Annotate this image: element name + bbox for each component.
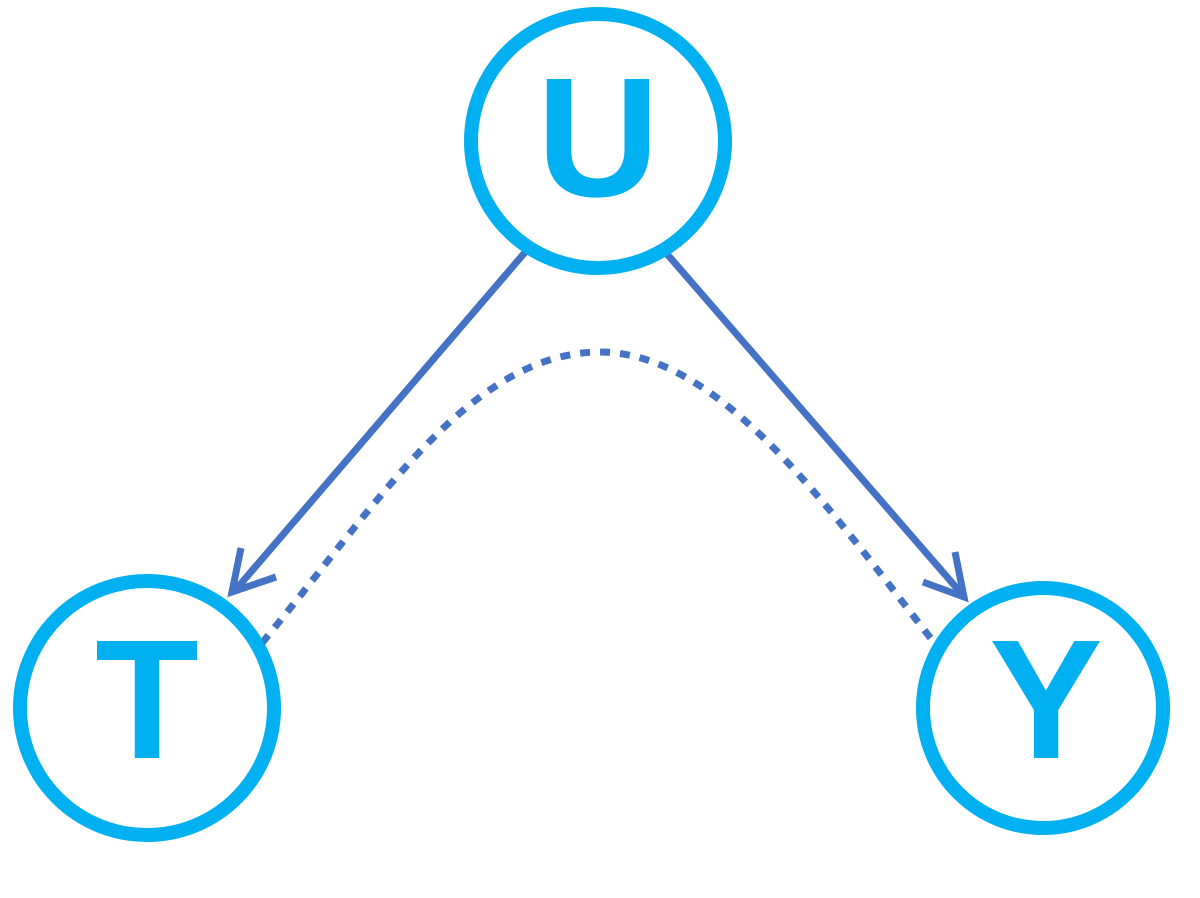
edge-t-to-y-dotted bbox=[259, 348, 939, 648]
node-u-circle bbox=[464, 7, 732, 275]
node-u[interactable]: U bbox=[464, 7, 732, 275]
node-t-circle bbox=[13, 574, 281, 842]
edge-u-to-y-line bbox=[664, 251, 964, 596]
edge-u-to-t-line bbox=[235, 247, 530, 590]
node-t-label: T bbox=[95, 605, 199, 795]
node-u-label: U bbox=[537, 43, 660, 233]
node-y-label: Y bbox=[989, 605, 1102, 795]
edge-u-to-t-arrowhead bbox=[227, 547, 278, 598]
edge-u-to-y bbox=[664, 251, 969, 603]
edge-u-to-y-arrowhead bbox=[921, 551, 969, 603]
node-t[interactable]: T bbox=[13, 574, 281, 842]
node-y-circle bbox=[916, 581, 1170, 835]
edge-u-to-t bbox=[227, 247, 530, 598]
node-y[interactable]: Y bbox=[916, 581, 1170, 835]
